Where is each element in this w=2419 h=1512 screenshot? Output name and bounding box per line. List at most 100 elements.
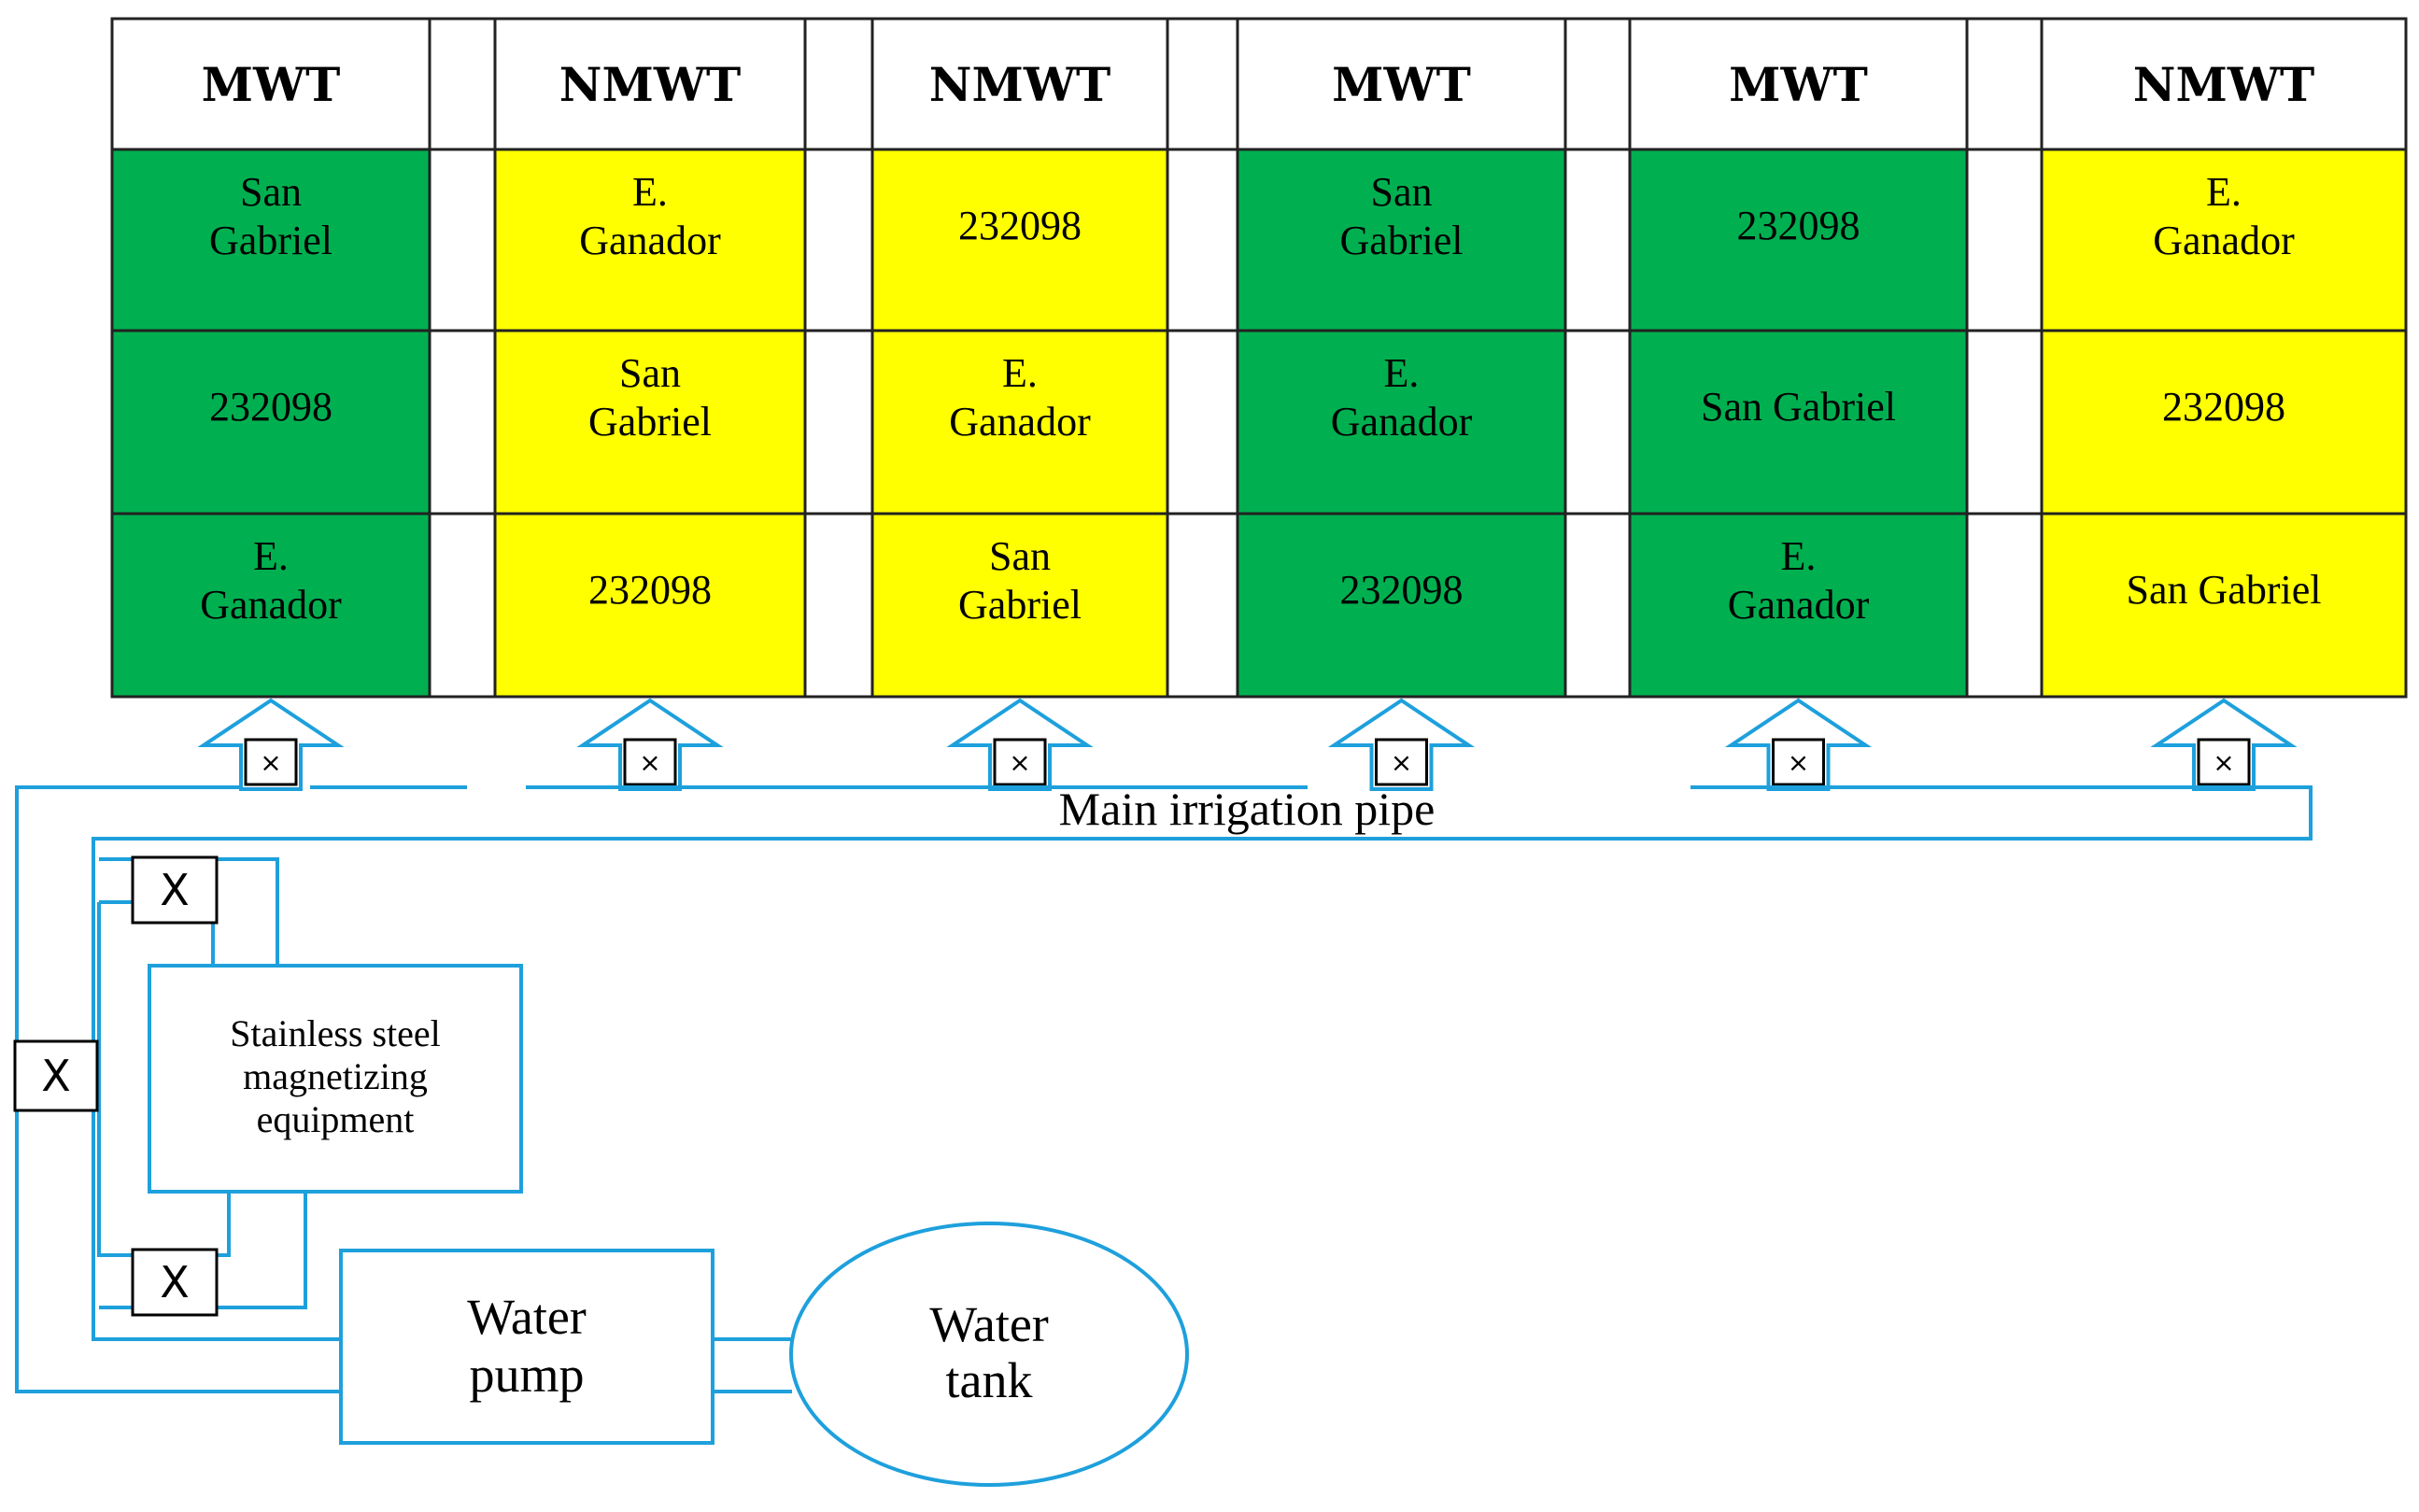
cultivar-label-line: Gabriel <box>588 399 712 445</box>
inlet-valve-label: × <box>260 747 281 778</box>
valve-magnetizer-bottom-label: X <box>160 1257 190 1307</box>
cultivar-label-line: Ganador <box>1331 399 1473 445</box>
cultivar-label-line: Ganador <box>579 218 721 263</box>
plot-cell <box>1236 148 1567 332</box>
cultivar-label-line: Ganador <box>200 582 342 628</box>
plot-cell <box>2040 329 2408 516</box>
cultivar-label: E.Ganador <box>1331 350 1473 445</box>
inlet-arrow-1: × <box>197 698 345 791</box>
gap-column <box>803 17 874 699</box>
cultivar-label: 232098 <box>1737 203 1860 248</box>
plot-cell <box>493 512 807 699</box>
inlet-arrow-4: × <box>1327 698 1476 791</box>
pump-label-line-2: pump <box>469 1347 584 1403</box>
column-header: MWT <box>1729 57 1868 112</box>
cultivar-label: 232098 <box>2162 384 2285 430</box>
valve-bypass-label: X <box>41 1051 71 1101</box>
cultivar-label-line: Ganador <box>1728 582 1870 628</box>
gap-column <box>1965 17 2044 699</box>
pump-label-line-1: Water <box>467 1289 587 1345</box>
plot-cell <box>493 329 807 516</box>
water-tank: Water tank <box>789 1222 1189 1487</box>
column-header: NMWT <box>2133 57 2314 112</box>
cultivar-label: 232098 <box>958 203 1082 248</box>
inlet-valve <box>1375 738 1428 786</box>
cultivar-label: E.Ganador <box>949 350 1091 445</box>
gap-column <box>1563 17 1632 699</box>
inlet-arrows: ×××××× <box>197 698 2298 791</box>
valve-magnetizer-bottom: X <box>131 1248 219 1317</box>
cultivar-label-line: San <box>619 350 681 396</box>
tank-label-line-2: tank <box>946 1352 1033 1408</box>
cultivar-label-line: E. <box>2206 169 2242 215</box>
cultivar-label-line: Gabriel <box>1340 218 1464 263</box>
cultivar-label-line: E. <box>253 533 289 579</box>
column-header: MWT <box>202 57 341 112</box>
valve-magnetizer-top: X <box>131 855 219 925</box>
tank-label-line-1: Water <box>929 1296 1049 1352</box>
cultivar-label-line: Ganador <box>949 399 1091 445</box>
inlet-valve <box>2197 738 2251 786</box>
cultivar-label-line: San <box>1371 169 1433 215</box>
plot-cell <box>1628 329 1969 516</box>
inlet-valve <box>244 738 298 786</box>
plot-cell <box>870 512 1169 699</box>
water-pump-box: Water pump <box>339 1249 714 1445</box>
inlet-valve <box>623 738 677 786</box>
inlet-valve-label: × <box>2213 747 2234 778</box>
cultivar-label: San Gabriel <box>2127 567 2322 613</box>
cultivar-label-line: San <box>989 533 1051 579</box>
valve-magnetizer-top-label: X <box>160 865 190 915</box>
cultivar-label: 232098 <box>1340 567 1464 613</box>
cultivar-label: E.Ganador <box>200 533 342 628</box>
magnetizer-label-line-3: equipment <box>257 1098 415 1140</box>
plot-cell <box>1236 512 1567 699</box>
gap-column <box>1166 17 1239 699</box>
column-header-cell <box>870 17 1169 151</box>
inlet-valve <box>993 738 1047 786</box>
cultivar-label-line: Ganador <box>2153 218 2295 263</box>
gap-column <box>428 17 497 699</box>
valve-bypass: X <box>13 1039 99 1112</box>
column-header-cell <box>1628 17 1969 151</box>
cultivar-label: San Gabriel <box>1701 384 1896 430</box>
inlet-valve-label: × <box>639 747 660 778</box>
cultivar-label: 232098 <box>588 567 712 613</box>
cultivar-label-line: E. <box>1384 350 1420 396</box>
cultivar-label-line: E. <box>632 169 668 215</box>
inlet-valve <box>1772 738 1825 786</box>
cultivar-label: E.Ganador <box>1728 533 1870 628</box>
cultivar-label-line: E. <box>1781 533 1817 579</box>
cultivar-label-line: Gabriel <box>209 218 332 263</box>
magnetizer-label-line-1: Stainless steel <box>230 1012 441 1054</box>
inlet-valve-label: × <box>1788 747 1809 778</box>
main-pipe-label: Main irrigation pipe <box>1059 783 1436 835</box>
column-header: NMWT <box>929 57 1110 112</box>
plot-cell <box>2040 512 2408 699</box>
pump-tank-pipe <box>713 1337 792 1393</box>
magnetizer-box: Stainless steel magnetizing equipment <box>148 964 523 1194</box>
cultivar-label: E.Ganador <box>579 169 721 263</box>
plot-cell <box>110 512 431 699</box>
cultivar-label: 232098 <box>209 384 332 430</box>
column-header: NMWT <box>559 57 741 112</box>
inlet-valve-label: × <box>1391 747 1412 778</box>
plot-cell <box>2040 148 2408 332</box>
column-header: MWT <box>1332 57 1471 112</box>
magnetizer-label-line-2: magnetizing <box>243 1055 428 1097</box>
cultivar-label-line: Gabriel <box>958 582 1082 628</box>
column-header-cell <box>110 17 431 151</box>
cultivar-label: E.Ganador <box>2153 169 2295 263</box>
